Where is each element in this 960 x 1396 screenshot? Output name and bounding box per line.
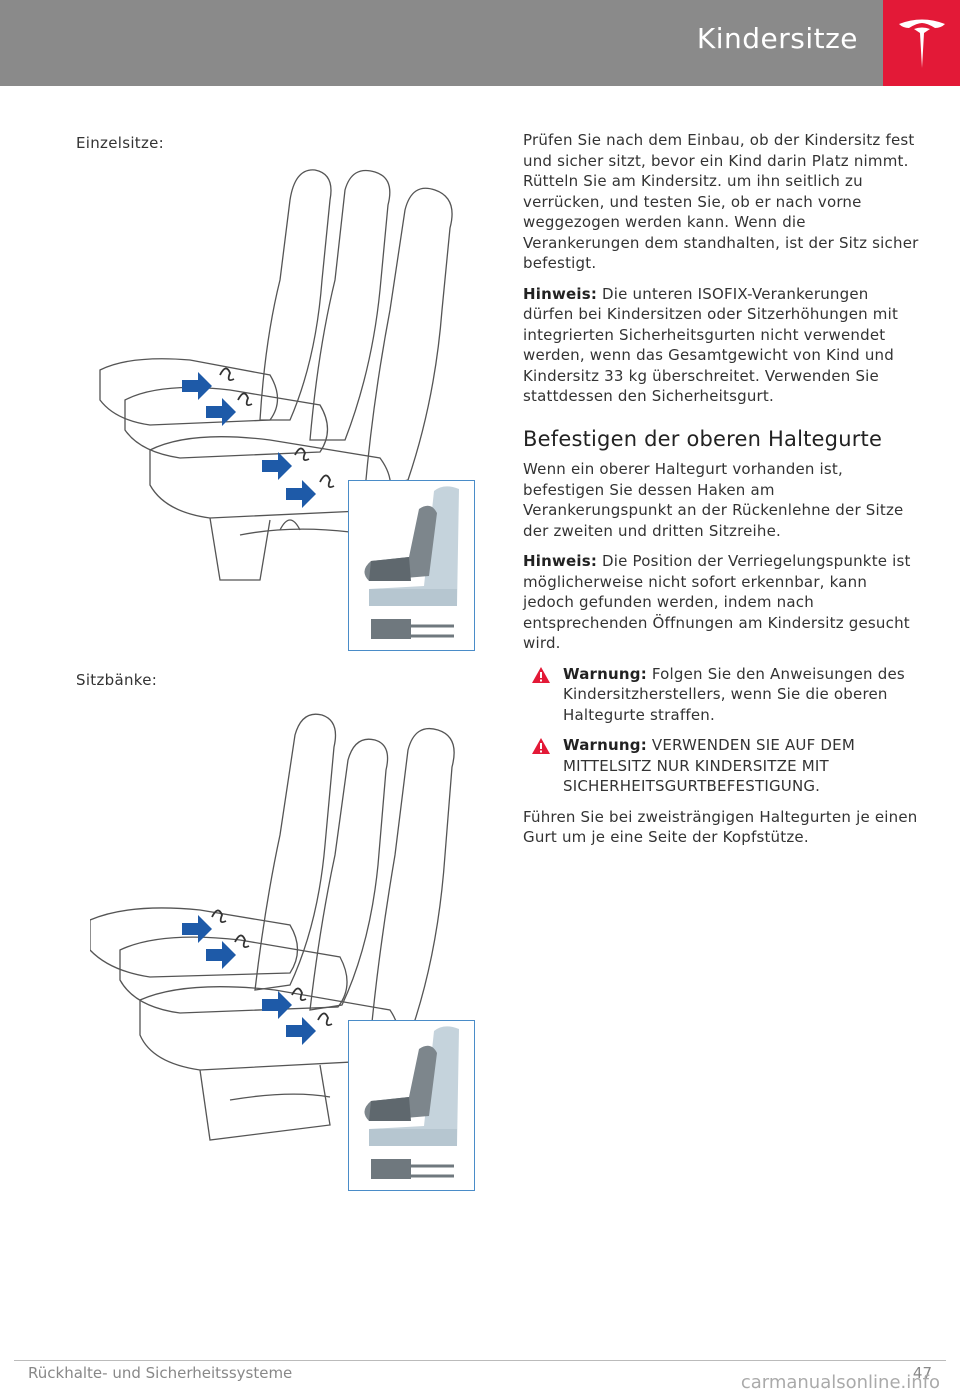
note-text: Die unteren ISOFIX-Verankerungen dürfen … <box>523 284 899 406</box>
caption-bench-seats: Sitzbänke: <box>76 671 158 689</box>
warning-text: VERWENDEN SIE AUF DEM MITTELSITZ NUR KIN… <box>563 736 855 795</box>
child-seat-inset-2 <box>348 1020 475 1191</box>
tesla-logo-icon <box>899 19 945 68</box>
note-label: Hinweis: <box>523 552 598 570</box>
footer-divider <box>14 1360 946 1361</box>
brand-logo <box>883 0 960 86</box>
warning-label: Warnung: <box>563 664 647 683</box>
single-seats-illustration <box>99 169 453 581</box>
warning-icon <box>532 738 550 754</box>
note-isofix: Hinweis: Die unteren ISOFIX-Verankerunge… <box>523 284 923 407</box>
page-header: Kindersitze <box>0 0 960 86</box>
warning-icon <box>532 666 550 683</box>
paragraph-dual-strap: Führen Sie bei zweisträngigen Haltegurte… <box>523 807 918 847</box>
page-title: Kindersitze <box>696 22 858 55</box>
child-seat-inset-1 <box>348 480 475 651</box>
paragraph-install-check: Prüfen Sie nach dem Einbau, ob der Kinde… <box>523 131 919 272</box>
warning-middle-seat: Warnung: VERWENDEN SIE AUF DEM MITTELSIT… <box>523 735 923 797</box>
paragraph-top-tether: Wenn ein oberer Haltegurt vorhanden ist,… <box>523 460 904 540</box>
footer-section: Rückhalte- und Sicherheitssysteme <box>28 1364 293 1382</box>
caption-single-seats: Einzelsitze: <box>76 134 165 152</box>
right-column: Prüfen Sie nach dem Einbau, ob der Kinde… <box>523 130 923 858</box>
watermark: carmanualsonline.info <box>740 1372 940 1393</box>
note-text: Die Position der Verriegelungspunkte ist… <box>523 552 911 652</box>
section-heading: Befestigen der oberen Haltegurte <box>523 426 883 451</box>
note-label: Hinweis: <box>523 284 598 303</box>
note-anchor-location: Hinweis: Die Position der Verriegelungsp… <box>523 551 923 654</box>
warning-label: Warnung: <box>563 736 647 754</box>
footer-page-number: 47 <box>912 1364 932 1382</box>
warning-text: Folgen Sie den Anweisungen des Kindersit… <box>563 664 905 724</box>
warning-tether-tighten: Warnung: Folgen Sie den Anweisungen des … <box>523 664 923 726</box>
